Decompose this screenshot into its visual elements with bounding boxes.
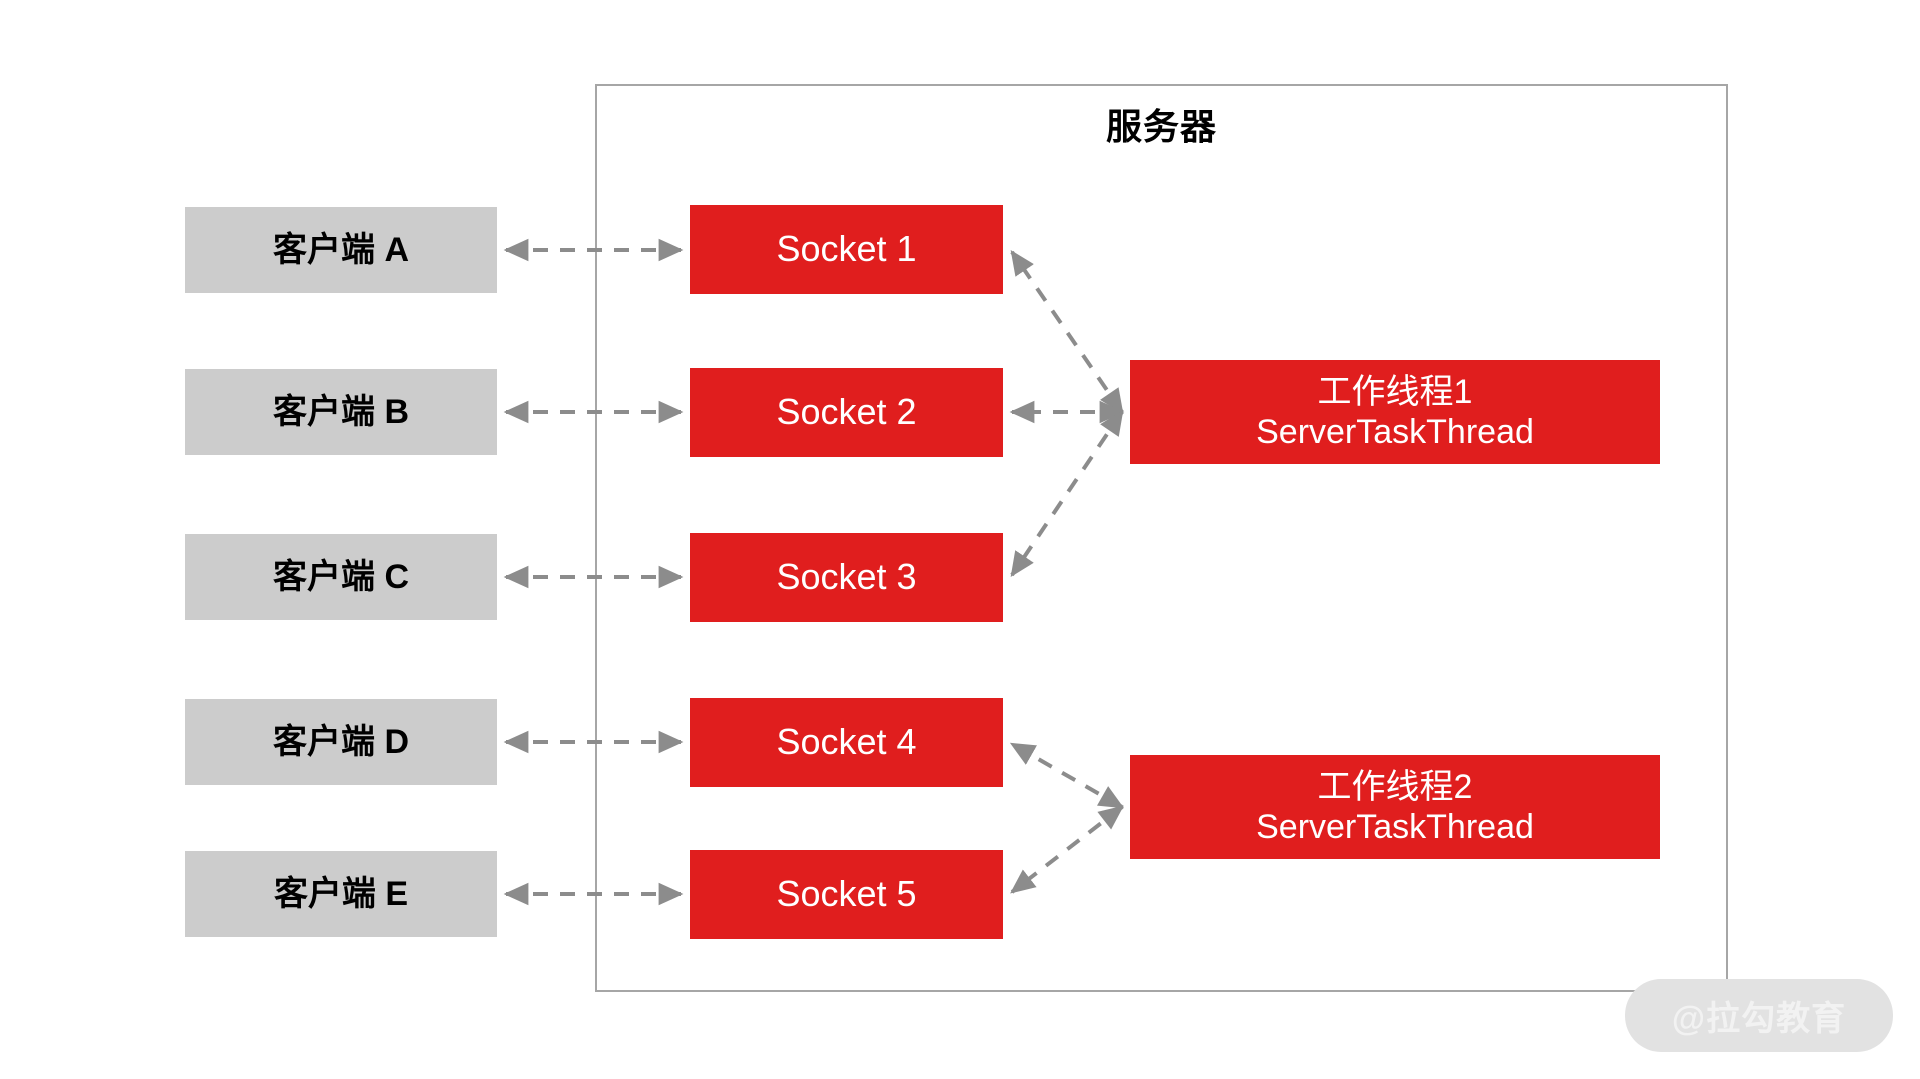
worker-thread-1-title: 工作线程1 [1317,372,1473,411]
socket-label-2: Socket 2 [776,391,917,433]
worker-thread-2-class: ServerTaskThread [1256,808,1534,846]
client-label-b: 客户端 B [273,392,409,431]
watermark-badge: @拉勾教育 [1625,979,1893,1052]
socket-label-5: Socket 5 [776,873,917,915]
socket-box-1[interactable]: Socket 1 [690,205,1003,294]
client-label-a: 客户端 A [273,230,409,269]
client-box-a[interactable]: 客户端 A [185,207,497,293]
client-label-e: 客户端 E [273,874,409,913]
client-label-d: 客户端 D [273,722,409,761]
socket-box-5[interactable]: Socket 5 [690,850,1003,939]
socket-box-2[interactable]: Socket 2 [690,368,1003,457]
server-panel-title: 服务器 [1105,106,1217,147]
watermark-text: @拉勾教育 [1671,1000,1847,1038]
client-label-c: 客户端 C [273,557,409,596]
socket-label-4: Socket 4 [776,721,917,763]
client-box-c[interactable]: 客户端 C [185,534,497,620]
worker-thread-1-class: ServerTaskThread [1256,413,1534,451]
worker-thread-2-title: 工作线程2 [1317,767,1473,806]
worker-thread-box-1[interactable]: 工作线程1 ServerTaskThread [1130,360,1660,464]
socket-box-4[interactable]: Socket 4 [690,698,1003,787]
socket-box-3[interactable]: Socket 3 [690,533,1003,622]
client-box-d[interactable]: 客户端 D [185,699,497,785]
socket-label-3: Socket 3 [776,556,917,598]
socket-label-1: Socket 1 [776,228,917,270]
server-panel [595,84,1728,992]
client-box-b[interactable]: 客户端 B [185,369,497,455]
client-box-e[interactable]: 客户端 E [185,851,497,937]
worker-thread-box-2[interactable]: 工作线程2 ServerTaskThread [1130,755,1660,859]
